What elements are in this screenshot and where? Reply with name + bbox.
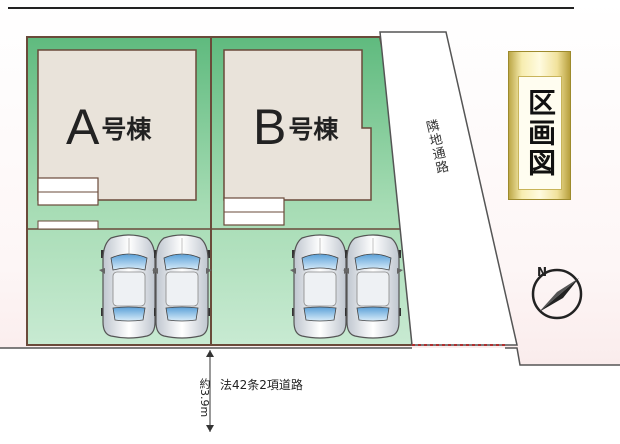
car-icon <box>151 234 213 339</box>
front-road <box>0 348 620 444</box>
title-text: 区画図 <box>518 76 562 190</box>
house-a <box>37 49 197 201</box>
house-a-label: A号棟 <box>66 102 151 152</box>
front-road-label: 法42条2項道路 <box>220 378 303 392</box>
house-b-letter: B <box>253 99 287 155</box>
compass-north-icon: N <box>531 265 583 320</box>
house-a-letter: A <box>66 99 100 155</box>
adjacent-road <box>379 31 518 346</box>
car-icon <box>342 234 404 339</box>
road-width-label: 約3.9m <box>198 378 211 418</box>
house-b-label: B号棟 <box>253 102 338 152</box>
house-a-suffix: 号棟 <box>101 116 152 144</box>
car-icon <box>289 234 351 339</box>
house-b-suffix: 号棟 <box>288 116 339 144</box>
svg-text:N: N <box>537 265 547 279</box>
car-icon <box>98 234 160 339</box>
